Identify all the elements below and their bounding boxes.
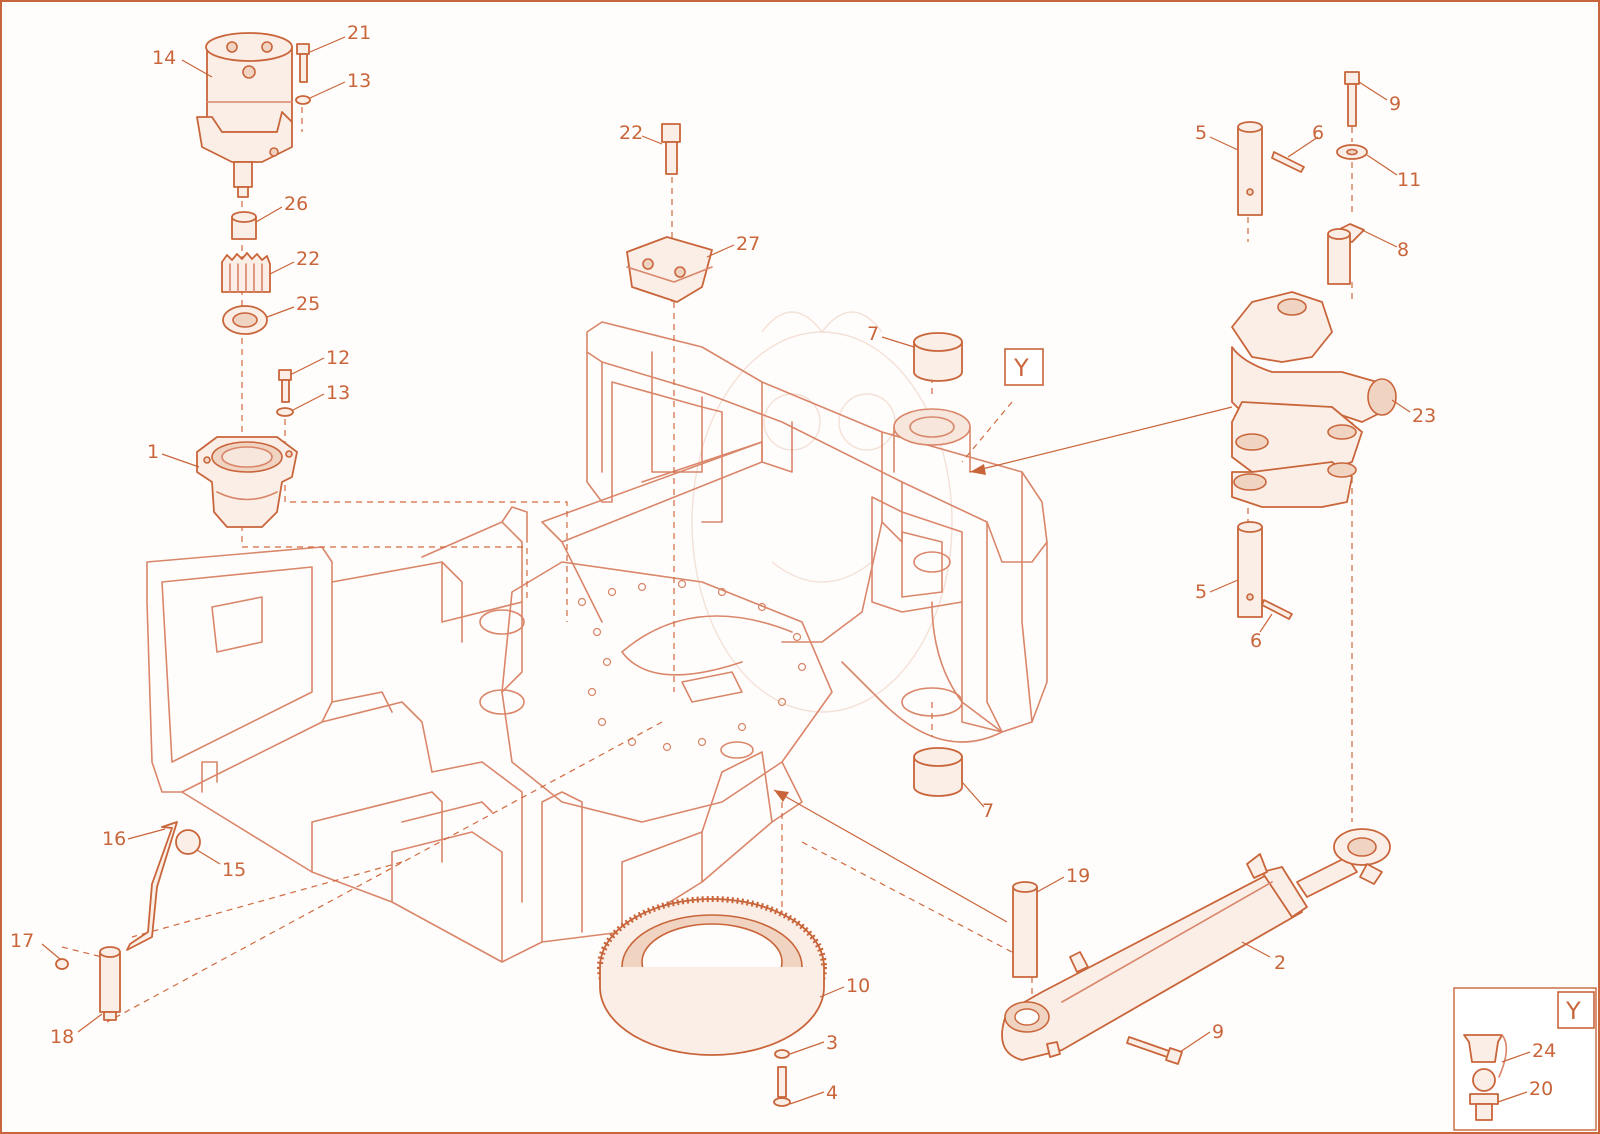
- bearing-part-25: [222, 305, 268, 335]
- bolt-part-12: [278, 369, 292, 403]
- pin-part-5-top: [1237, 121, 1263, 216]
- assembly-lines: [61, 107, 1353, 1032]
- callout-5-top: 5: [1195, 122, 1207, 144]
- callout-27: 27: [736, 233, 760, 255]
- clip-part-17: [55, 958, 69, 970]
- bracket-part-27: [626, 236, 713, 303]
- hydraulic-cylinder-part-2: [1001, 828, 1391, 1061]
- cotter-pin-part-6-top: [1271, 151, 1305, 173]
- callout-13-top: 13: [347, 70, 371, 92]
- bolt-part-4: [773, 1066, 791, 1107]
- callout-26: 26: [284, 193, 308, 215]
- callout-22-gear: 22: [296, 248, 320, 270]
- callout-1: 1: [147, 441, 159, 463]
- callout-21: 21: [347, 22, 371, 44]
- frame-assembly: [146, 321, 1048, 963]
- callout-15: 15: [222, 859, 246, 881]
- reference-box-y-label: Y: [1013, 354, 1029, 382]
- bushing-part-7-top: [913, 332, 963, 382]
- callout-16: 16: [102, 828, 126, 850]
- leader-lines: [41, 36, 1411, 1105]
- callout-14: 14: [152, 47, 176, 69]
- pinion-gear-part-22: [221, 252, 271, 293]
- washer-part-13-mid: [276, 407, 294, 417]
- callout-6-bottom: 6: [1250, 630, 1262, 652]
- callout-9-bottom: 9: [1212, 1021, 1224, 1043]
- bolt-part-9-bottom: [1126, 1036, 1183, 1065]
- callout-5-bottom: 5: [1195, 581, 1207, 603]
- callout-24: 24: [1532, 1040, 1556, 1062]
- callout-11: 11: [1397, 169, 1421, 191]
- washer-part-11: [1336, 144, 1368, 160]
- callout-labels: 14 21 13 26 22 25 12 13 1 22 27 7 7 5 6 …: [10, 22, 1436, 1104]
- callout-18: 18: [50, 1026, 74, 1048]
- callout-10: 10: [846, 975, 870, 997]
- callout-7-top: 7: [867, 323, 879, 345]
- reference-box-y: Y: [1004, 348, 1044, 386]
- bushing-part-7-bottom: [913, 747, 963, 797]
- pin-part-18: [99, 946, 121, 1021]
- grease-nipple-part-20: [1469, 1068, 1499, 1121]
- callout-13-mid: 13: [326, 382, 350, 404]
- lever-part-16: [126, 821, 178, 951]
- knob-part-15: [175, 829, 201, 855]
- pin-part-8: [1327, 223, 1365, 285]
- detail-inset: Y 24 20: [1453, 987, 1597, 1131]
- bolt-part-22-center: [661, 123, 681, 175]
- watermark: [691, 311, 953, 713]
- pin-part-19: [1012, 881, 1038, 978]
- callout-3: 3: [826, 1032, 838, 1054]
- callout-2: 2: [1274, 952, 1286, 974]
- callout-20: 20: [1529, 1078, 1553, 1100]
- pointer-arrows: [773, 406, 1233, 923]
- slewing-ring-part-10: [597, 896, 827, 1056]
- pin-part-5-bottom: [1237, 521, 1263, 618]
- base-bolt-holes: [577, 579, 807, 752]
- housing-part-1: [196, 436, 298, 528]
- callout-4: 4: [826, 1082, 838, 1104]
- bolt-part-21: [296, 43, 310, 83]
- callout-9-top: 9: [1389, 93, 1401, 115]
- bushing-part-26: [231, 211, 257, 240]
- hydraulic-motor-part-14: [196, 32, 293, 198]
- callout-19: 19: [1066, 865, 1090, 887]
- callout-23: 23: [1412, 405, 1436, 427]
- swing-bracket-part-23: [1231, 291, 1397, 508]
- callout-8: 8: [1397, 239, 1409, 261]
- callout-17: 17: [10, 930, 34, 952]
- callout-6-top: 6: [1312, 122, 1324, 144]
- callout-22-bolt: 22: [619, 122, 643, 144]
- detail-inset-y-label: Y: [1565, 997, 1581, 1025]
- washer-part-3: [774, 1049, 790, 1059]
- callout-7-bottom: 7: [982, 800, 994, 822]
- callout-25: 25: [296, 293, 320, 315]
- callout-12: 12: [326, 347, 350, 369]
- washer-part-13-top: [295, 95, 311, 105]
- cotter-pin-part-6-bottom: [1261, 599, 1293, 620]
- bolt-part-9-top: [1344, 71, 1360, 127]
